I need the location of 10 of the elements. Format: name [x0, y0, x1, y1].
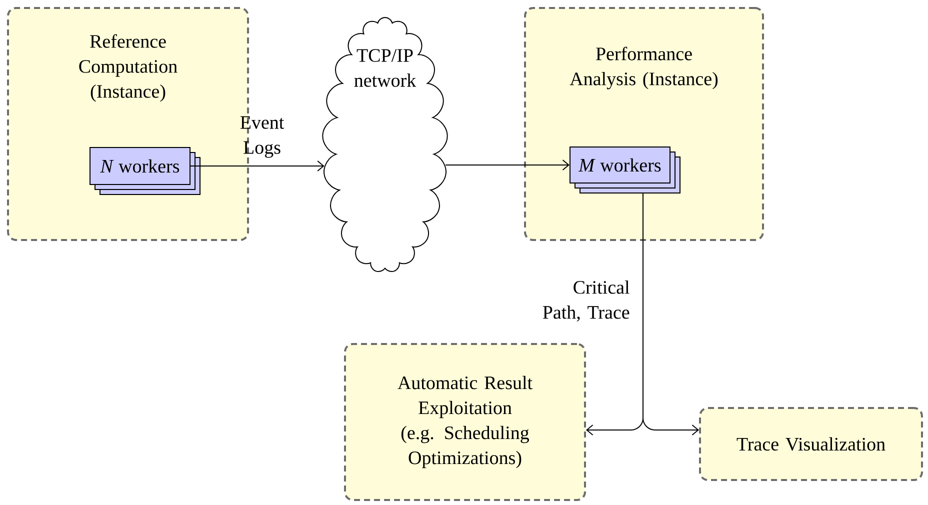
network-cloud: TCP/IP network	[322, 17, 448, 272]
worker-stack: N workers	[90, 147, 200, 195]
edge-label: Event Logs	[240, 116, 284, 158]
edge-label: Critical Path, Trace	[542, 280, 630, 322]
worker-stack: M workers	[570, 146, 680, 194]
arrow	[445, 160, 570, 170]
output-box: Trace Visualization	[699, 407, 923, 481]
arrow	[642, 192, 699, 436]
arrow	[190, 160, 324, 172]
output-box: Automatic Result Exploitation (e.g. Scheduling Optimizations)	[344, 343, 586, 501]
